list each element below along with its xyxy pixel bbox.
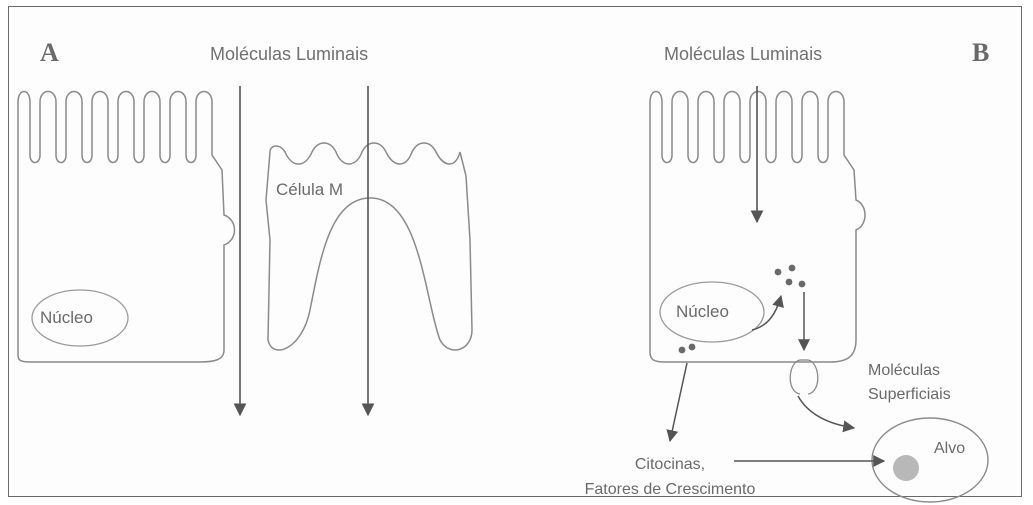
secretion-arrow	[752, 296, 781, 330]
m-cell-label: Célula M	[276, 180, 343, 200]
panel-b-letter: B	[972, 38, 989, 68]
panel-b-title: Moléculas Luminais	[664, 44, 822, 65]
nucleus-b-label: Núcleo	[676, 302, 729, 322]
target-cell	[872, 418, 988, 502]
target-nucleus	[893, 455, 919, 481]
panel-a-letter: A	[40, 38, 59, 68]
cytokine-arrow	[670, 363, 687, 441]
panel-a-title: Moléculas Luminais	[210, 44, 368, 65]
surface-molecules-line2: Superficiais	[868, 386, 951, 404]
m-cell-outline	[266, 143, 472, 350]
cytokines-line1: Citocinas,	[560, 456, 780, 474]
surface-molecules-line1: Moléculas	[868, 362, 940, 380]
target-label: Alvo	[934, 440, 965, 458]
receptor-to-target-arrow	[798, 396, 854, 428]
nucleus-a-label: Núcleo	[40, 308, 93, 328]
cytokines-line2: Fatores de Crescimento	[540, 481, 800, 499]
surface-receptor	[790, 360, 818, 394]
